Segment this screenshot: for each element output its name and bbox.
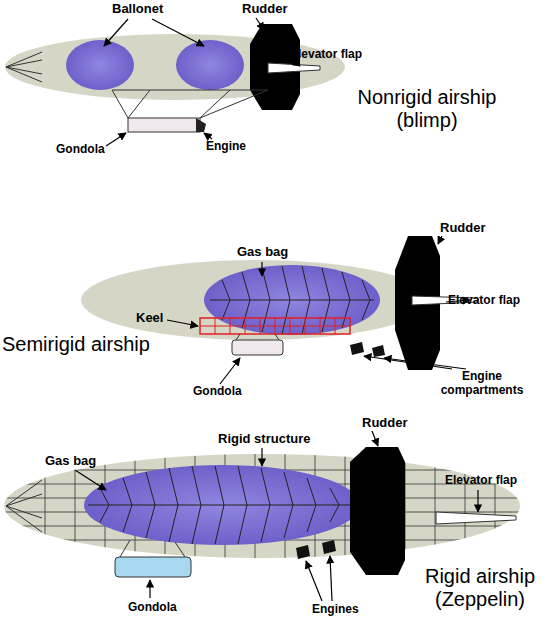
part-label: Gondola	[128, 601, 177, 615]
part-label: Engine	[206, 140, 246, 154]
part-label: Ballonet	[112, 2, 163, 17]
part-label: Engine compartments	[430, 370, 534, 398]
airship-type-label: Nonrigid airship (blimp)	[343, 86, 511, 132]
airship-type-label: Rigid airship (Zeppelin)	[410, 565, 550, 611]
rigid-airship	[0, 440, 557, 577]
part-label: Engines	[312, 603, 359, 617]
part-label: Rigid structure	[218, 432, 310, 447]
part-label: Elevator flap	[448, 294, 520, 308]
part-label: Gondola	[56, 143, 105, 157]
part-label: Rudder	[440, 221, 486, 236]
part-label: Gas bag	[45, 454, 96, 469]
part-label: Rudder	[362, 416, 408, 431]
part-label: Elevator flap	[445, 474, 517, 488]
blimp	[5, 24, 345, 132]
part-label: Rudder	[242, 2, 288, 17]
part-label: Gondola	[193, 385, 242, 399]
part-label: Gas bag	[237, 245, 288, 260]
part-label: Keel	[136, 311, 163, 326]
part-label: Elevator flap	[290, 48, 362, 62]
airship-type-label: Semirigid airship	[2, 333, 150, 356]
